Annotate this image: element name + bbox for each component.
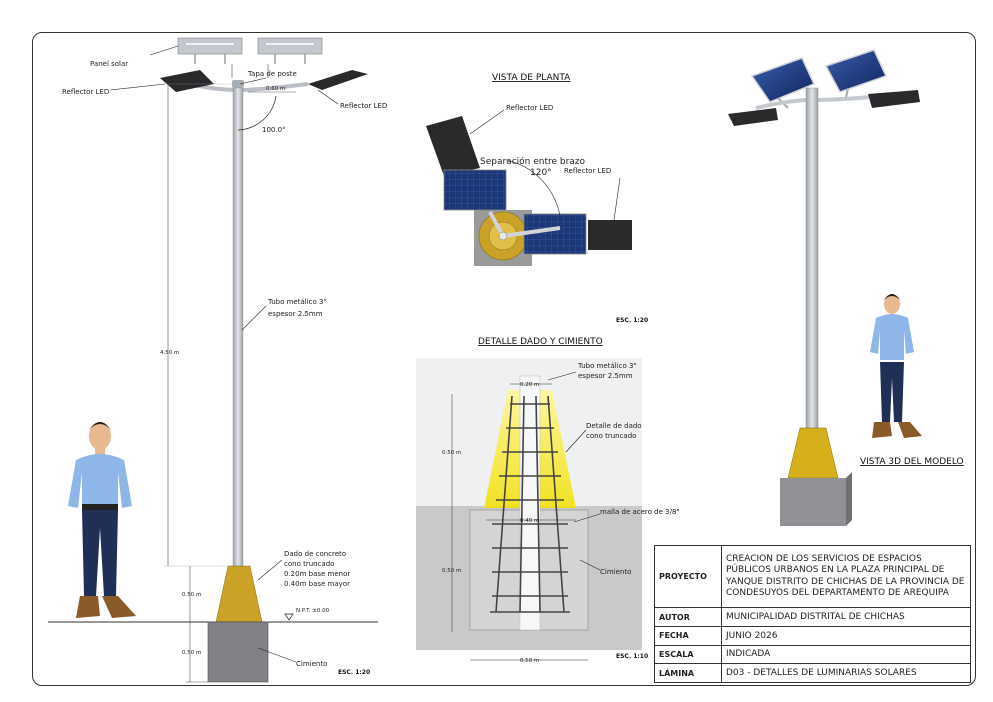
model-die [787, 427, 839, 479]
concrete-die [215, 565, 263, 623]
label-detail-tube-thickness: espesor 2.5mm [578, 372, 633, 380]
angle-arc [237, 95, 277, 131]
model-led-left [728, 108, 778, 126]
title-block-sheet-value: D03 - DETALLES DE LUMINARIAS SOLARES [721, 663, 971, 683]
label-detail-die-2: cono truncado [586, 432, 636, 440]
label-detail-tube: Tubo metálico 3" [577, 362, 637, 370]
human-scale-figure-left [68, 422, 136, 618]
label-die-4: 0.40m base mayor [284, 580, 350, 588]
text-labels: Panel solar Reflector LED Tapa de poste … [62, 60, 964, 676]
title-block-scale-value: INDICADA [721, 644, 971, 665]
label-detail-h2: 0.50 m [442, 568, 461, 574]
title-block-row-date: FECHA JUNIO 2026 [654, 625, 971, 646]
plan-panel-right [523, 213, 587, 255]
title-detail-view: DETALLE DADO Y CIMIENTO [478, 337, 603, 347]
label-detail-h1: 0.50 m [442, 450, 461, 456]
label-detail-top: 0.20 m [520, 382, 539, 388]
led-fixture-right [308, 70, 368, 90]
title-plan-view: VISTA DE PLANTA [492, 73, 571, 83]
led-fixture-left [160, 70, 214, 92]
title-block-project-value: CREACION DE LOS SERVICIOS DE ESPACIOS PÚ… [721, 544, 971, 609]
title-block-row-project: PROYECTO CREACION DE LOS SERVICIOS DE ES… [654, 544, 971, 609]
label-tube: Tubo metálico 3" [267, 298, 327, 306]
label-solar-panel: Panel solar [90, 60, 128, 68]
label-plan-led-2: Reflector LED [564, 167, 611, 175]
model-panel-right [824, 49, 888, 93]
title-block: PROYECTO CREACION DE LOS SERVICIOS DE ES… [654, 544, 971, 683]
scale-main-view: ESC. 1:20 [338, 669, 370, 676]
label-detail-mesh: malla de acero de 3/8" [600, 508, 680, 516]
human-scale-figure-right [870, 294, 922, 438]
model-pole [805, 87, 819, 429]
label-foundation: Cimiento [296, 660, 327, 668]
solar-panel-left [177, 37, 243, 55]
model-3d-view [728, 49, 922, 526]
pole-cap [232, 80, 244, 88]
title-block-scale-key: ESCALA [654, 644, 722, 665]
plan-view [426, 109, 632, 266]
label-die-1: Dado de concreto [284, 550, 346, 558]
label-arm-separation: Separación entre brazo [480, 156, 586, 167]
label-led-left: Reflector LED [62, 88, 109, 96]
title-block-author-key: AUTOR [654, 607, 722, 627]
title-block-row-sheet: LÁMINA D03 - DETALLES DE LUMINARIAS SOLA… [654, 663, 971, 683]
solar-panel-right [257, 37, 323, 55]
scale-plan-view: ESC. 1:20 [616, 317, 648, 324]
title-block-project-key: PROYECTO [654, 544, 722, 609]
label-die-3: 0.20m base menor [284, 570, 350, 578]
drawing-sheet-border [32, 32, 976, 686]
label-detail-die: Detalle de dado [586, 422, 642, 430]
label-pole-height: 4.50 m [160, 350, 179, 356]
model-led-right [868, 90, 920, 108]
detail-view [416, 358, 642, 661]
label-die-2: cono truncado [284, 560, 334, 568]
title-block-sheet-key: LÁMINA [654, 663, 722, 683]
label-arm-length: 0.60 m [266, 86, 285, 92]
label-plan-angle: 120° [530, 168, 552, 178]
plan-led-right [588, 220, 632, 250]
label-foundation-height: 0.50 m [182, 650, 201, 656]
title-block-row-author: AUTOR MUNICIPALIDAD DISTRITAL DE CHICHAS [654, 607, 971, 627]
label-arm-angle: 100.0° [262, 126, 286, 134]
title-block-row-scale: ESCALA INDICADA [654, 644, 971, 665]
main-elevation-view [48, 37, 378, 683]
title-block-date-value: JUNIO 2026 [721, 625, 971, 646]
label-pole-cap: Tapa de poste [247, 70, 297, 78]
plan-panel-left [443, 169, 507, 211]
label-led-right: Reflector LED [340, 102, 387, 110]
scale-detail-view: ESC. 1:10 [616, 653, 648, 660]
title-block-date-key: FECHA [654, 625, 722, 646]
pole-shaft [232, 87, 244, 567]
model-panel-left [750, 57, 816, 103]
title-block-author-value: MUNICIPALIDAD DISTRITAL DE CHICHAS [721, 607, 971, 627]
label-detail-bottom: 0.50 m [520, 658, 539, 664]
label-plan-led-1: Reflector LED [506, 104, 553, 112]
label-npt: N.P.T. ±0.00 [296, 608, 330, 614]
title-3d-view: VISTA 3D DEL MODELO [860, 457, 964, 467]
label-detail-mid: 0.40 m [520, 518, 539, 524]
plan-led-left [426, 116, 480, 176]
model-foundation [780, 478, 846, 526]
label-die-height: 0.50 m [182, 592, 201, 598]
foundation-block [207, 621, 269, 683]
label-tube-thickness: espesor 2.5mm [268, 310, 323, 318]
label-detail-foundation: Cimiento [600, 568, 631, 576]
detail-tube [519, 375, 541, 631]
steel-mesh [490, 395, 570, 613]
